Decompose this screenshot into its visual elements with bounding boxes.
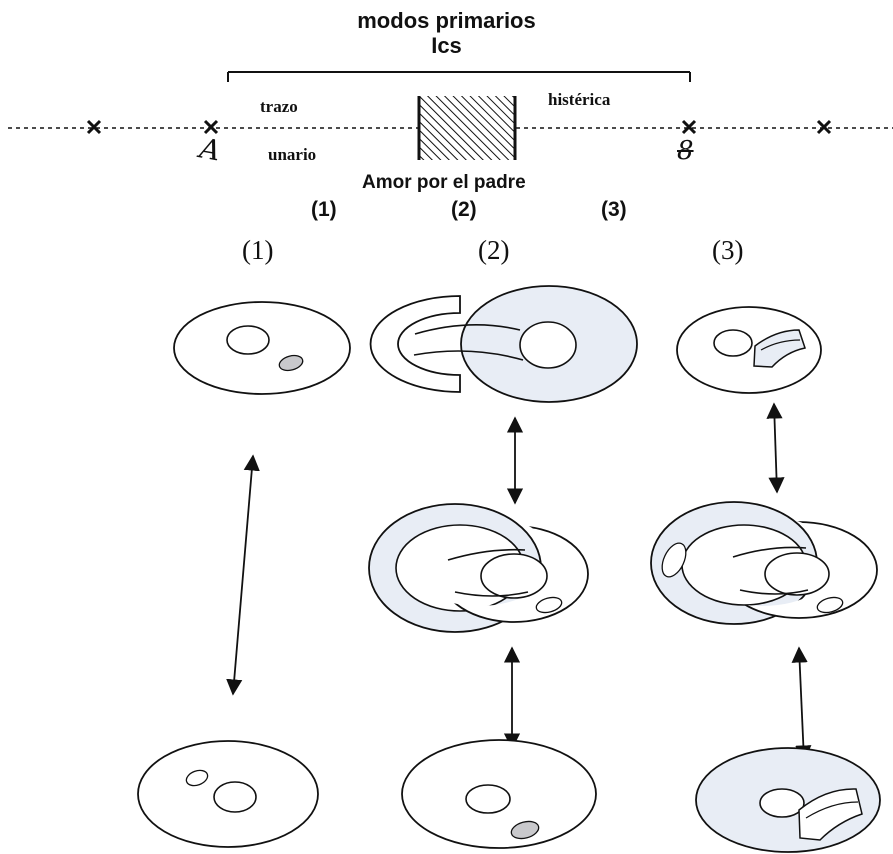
torus-col3-bottom: [695, 747, 881, 853]
hatched-region: [419, 96, 515, 160]
upper-number-3: (3): [601, 198, 627, 221]
axis-cross-marks: [86, 119, 832, 135]
arrow-col3-lower: [791, 646, 812, 762]
symbol-barred-8-text: 8: [677, 136, 694, 166]
top-bracket: [227, 71, 691, 82]
torus-col3-top: [676, 306, 822, 394]
diagram-title-line1: modos primarios: [357, 8, 536, 33]
label-histerica: histérica: [548, 90, 611, 109]
arrow-col1: [226, 454, 260, 696]
label-amor-por-el-padre: Amor por el padre: [362, 172, 526, 193]
symbol-barred-8: 8: [677, 136, 694, 166]
arrow-col3-upper: [766, 402, 785, 494]
torus-col2-bottom: [401, 739, 597, 849]
chained-tori-col2-top: [369, 285, 638, 403]
label-trazo: trazo: [260, 97, 298, 116]
torus-col1-top: [173, 301, 351, 395]
torus-col1-bottom: [137, 740, 319, 848]
chained-tori-col3-middle: [650, 501, 878, 625]
diagram-title-line2: Ics: [431, 33, 462, 58]
chained-tori-col2-middle: [368, 503, 589, 633]
upper-number-2: (2): [451, 198, 477, 221]
lower-number-1: (1): [242, 235, 274, 265]
label-unario: unario: [268, 145, 317, 164]
upper-number-1: (1): [311, 198, 337, 221]
lower-number-3: (3): [712, 235, 744, 265]
lower-number-2: (2): [478, 235, 510, 265]
